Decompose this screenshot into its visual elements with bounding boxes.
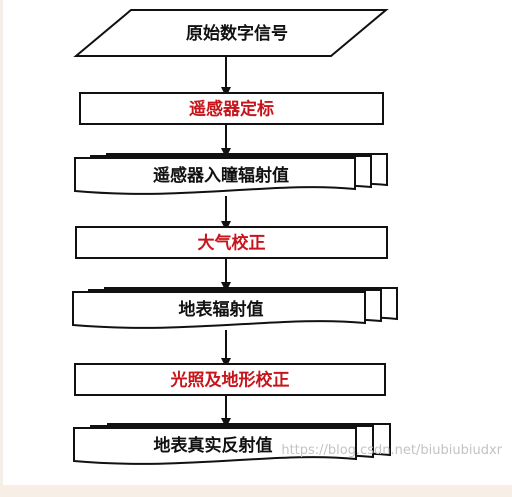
- watermark-text: https://blog.csdn.net/biubiubiudxr: [281, 443, 502, 458]
- node-label-input: 原始数字信号: [186, 23, 288, 44]
- node-step2: 大气校正: [75, 226, 388, 259]
- node-label-step3: 光照及地形校正: [170, 370, 290, 391]
- node-step1: 遥感器定标: [79, 92, 384, 125]
- node-label-out2: 地表辐射值: [179, 299, 264, 320]
- node-out1: 遥感器入瞳辐射值: [74, 153, 388, 195]
- node-label-out1: 遥感器入瞳辐射值: [153, 165, 289, 186]
- nodes-layer: 原始数字信号遥感器定标遥感器入瞳辐射值大气校正地表辐射值光照及地形校正地表真实反…: [72, 9, 398, 465]
- node-input: 原始数字信号: [73, 9, 389, 57]
- node-label-out3: 地表真实反射值: [154, 435, 273, 456]
- bottom-strip: [0, 485, 512, 497]
- node-label-step2: 大气校正: [198, 233, 266, 254]
- node-step3: 光照及地形校正: [74, 363, 386, 396]
- node-out2: 地表辐射值: [72, 287, 398, 329]
- left-edge-strip: [0, 0, 3, 485]
- node-out3: 地表真实反射值: [73, 423, 391, 465]
- node-label-step1: 遥感器定标: [189, 99, 274, 120]
